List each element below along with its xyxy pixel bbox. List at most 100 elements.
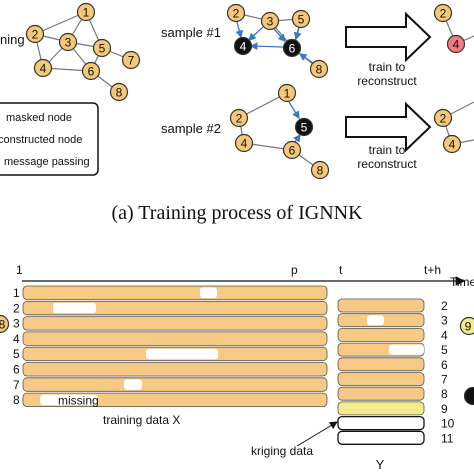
row-index: 5 [441,343,448,357]
arrow-1-text-1: train to [369,60,406,74]
sample-2-label: sample #2 [161,121,221,136]
node-label: 7 [128,54,135,68]
s1-node-4-masked: 4 [233,36,253,56]
node-label: 1 [83,6,90,20]
row-bar [337,415,425,431]
node-7: 7 [121,50,141,70]
legend-reconstructed: constructed node [0,134,82,146]
missing-segment [124,379,142,390]
s1-node-2: 2 [226,3,246,23]
node-label: 6 [88,65,95,79]
svg-text:4: 4 [453,38,460,52]
target-row-4: 4 [337,327,448,342]
svg-text:5: 5 [301,121,308,135]
row-index: 8 [13,393,20,407]
caption-a: (a) Training process of IGNNK [111,202,363,224]
arrow-2-text-2: reconstruct [357,157,417,171]
s2-node-5-masked: 5 [294,117,314,137]
arrow-2-text-1: train to [369,143,406,157]
row-bar [22,377,328,392]
sample-1-label: sample #1 [161,25,221,40]
svg-text:3: 3 [267,15,274,29]
svg-text:9: 9 [465,320,472,334]
target-row-5: 5 [337,342,448,357]
row-index: 9 [441,402,448,416]
missing-segment [200,287,217,298]
legend-message: message passing [4,156,90,168]
row-index: 7 [13,378,20,392]
train-arrow-1 [345,11,432,63]
row-index: 4 [441,328,448,342]
sample-1: sample #1 2 3 5 4 6 8 train to reconstru… [161,3,474,88]
svg-text:2: 2 [440,112,447,126]
svg-text:4: 4 [449,138,456,152]
row-index: 5 [13,347,20,361]
missing-label: missing [58,394,99,408]
training-row-5: 5 [13,346,328,361]
r1-node-2: 2 [433,3,453,23]
row-index: 8 [441,387,448,401]
axis-th: t+h [424,263,441,277]
row-bar [337,298,425,313]
train-arrow-2 [345,101,432,153]
time-axis: 1 p t t+h Time [16,263,474,289]
s2-node-2: 2 [229,108,249,128]
missing-segment [367,315,384,326]
row-bar [337,372,425,386]
s1-node-3: 3 [260,11,280,31]
training-row-7: 7 [13,377,328,392]
svg-text:5: 5 [298,13,305,27]
row-bar [22,331,328,346]
row-index: 4 [13,332,20,346]
axis-t: t [339,263,343,277]
svg-text:4: 4 [241,137,248,151]
training-row-6: 6 [13,362,328,377]
y-label: Y [376,457,385,472]
full-graph-edges [34,11,132,93]
legend-masked: masked node [6,112,72,124]
node-label: 3 [65,36,72,50]
arrow-1-text-2: reconstruct [357,74,417,88]
legend: masked node constructed node message pas… [0,102,99,176]
node-5: 5 [92,38,112,58]
node-6: 6 [81,61,101,81]
row-bar [22,316,328,331]
full-graph-label: ning [0,32,25,47]
row-index: 11 [441,431,454,445]
target-row-8: 8 [337,386,448,401]
target-row-3: 3 [337,313,448,328]
svg-text:2: 2 [236,112,243,126]
row-bar [337,430,425,445]
training-data-label: training data X [103,413,180,427]
sample-1-message-edges [235,21,314,64]
s1-node-8: 8 [309,59,329,79]
full-graph: ning 1 2 3 4 5 6 7 8 [0,2,141,102]
target-row-2: 2 [337,298,448,313]
right-side-node-masked [463,386,474,406]
s2-node-6: 6 [282,140,302,160]
s1-node-5: 5 [291,9,311,29]
row-bar [337,401,425,416]
r1-node-4-reconstructed: 4 [446,34,466,54]
missing-segment [40,394,98,406]
row-index: 10 [441,417,455,431]
sample-2-message-edges [288,101,301,143]
kriging-arrow [296,421,338,447]
axis-start: 1 [16,263,23,277]
r2-node-4: 4 [442,134,462,154]
row-index: 2 [441,299,448,313]
kriging-data-label: kriging data [251,444,313,458]
target-row-11: 11 [337,430,454,445]
svg-text:8: 8 [0,318,6,332]
row-bar [22,300,328,316]
row-index: 3 [441,314,448,328]
svg-text:2: 2 [440,7,447,21]
sample-2: sample #2 1 2 5 4 6 8 train to reconstru… [161,83,474,180]
svg-text:6: 6 [289,144,296,158]
target-row-6: 6 [337,357,448,372]
node-label: 5 [99,42,106,56]
svg-text:4: 4 [240,40,247,54]
missing-segment [53,302,96,314]
